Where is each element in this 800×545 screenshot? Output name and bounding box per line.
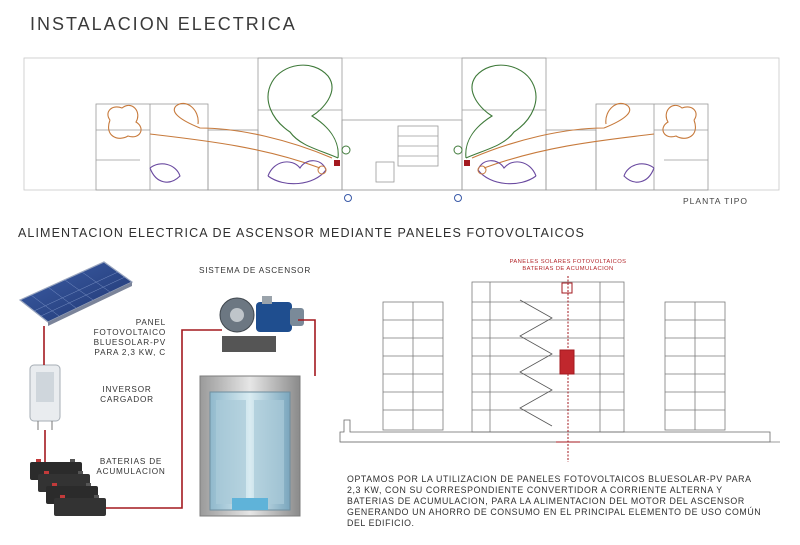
feed-batteries-motor [106, 329, 222, 509]
elevator-system-label: SISTEMA DE ASCENSOR [198, 266, 312, 275]
page-title: INSTALACION ELECTRICA [30, 14, 297, 34]
right-unit [595, 103, 709, 191]
node-green-left [341, 145, 351, 155]
node-blue-right [454, 194, 462, 202]
central-core [341, 119, 463, 191]
feed-lines [43, 319, 316, 509]
elevator-cabin [199, 375, 301, 517]
elevator-motor [219, 296, 304, 352]
section-subtitle: ALIMENTACION ELECTRICA DE ASCENSOR MEDIA… [18, 226, 585, 240]
description-text: OPTAMOS POR LA UTILIZACION DE PANELES FO… [347, 474, 762, 528]
batteries-label: BATERIAS DE ACUMULACION [96, 457, 166, 476]
section-note: PANELES SOLARES FOTOVOLTAICOS BATERIAS D… [509, 259, 627, 272]
purple-circuit-left [267, 160, 327, 185]
orange-circuit-left [173, 102, 333, 159]
section-tower-center [471, 281, 625, 433]
node-green-right [453, 145, 463, 155]
orange-circuit-left-b [107, 104, 142, 139]
solar-panel [18, 261, 134, 326]
section-elevator-feed [556, 276, 580, 462]
orange-circuit-right-b [662, 104, 697, 139]
inverter-label: INVERSOR CARGADOR [100, 385, 154, 404]
left-unit [95, 103, 209, 191]
green-circuit-right [465, 64, 537, 159]
purple-circuit-right-b [623, 163, 655, 183]
orange-circuit-left-c [149, 133, 321, 169]
plan-label: PLANTA TIPO [683, 196, 749, 206]
node-orange-left [317, 165, 327, 175]
green-circuit-left [267, 64, 339, 159]
orange-circuit-right [471, 102, 631, 159]
inverter-charger [29, 364, 61, 430]
right-core [461, 57, 547, 191]
panel-box-right [464, 160, 470, 166]
circuit-nodes [317, 145, 487, 202]
circuit-lines [107, 64, 697, 185]
orange-circuit-right-c [483, 133, 655, 169]
purple-circuit-right [477, 160, 537, 185]
panel-label: PANEL FOTOVOLTAICO BLUESOLAR-PV PARA 2,3… [93, 318, 166, 357]
purple-circuit-left-b [149, 163, 181, 183]
feed-motor-cabin [298, 319, 316, 376]
node-orange-right [477, 165, 487, 175]
node-blue-left [344, 194, 352, 202]
battery-bank [30, 459, 106, 516]
panel-box-left [334, 160, 340, 166]
elevator-shaft-plan [375, 161, 395, 183]
